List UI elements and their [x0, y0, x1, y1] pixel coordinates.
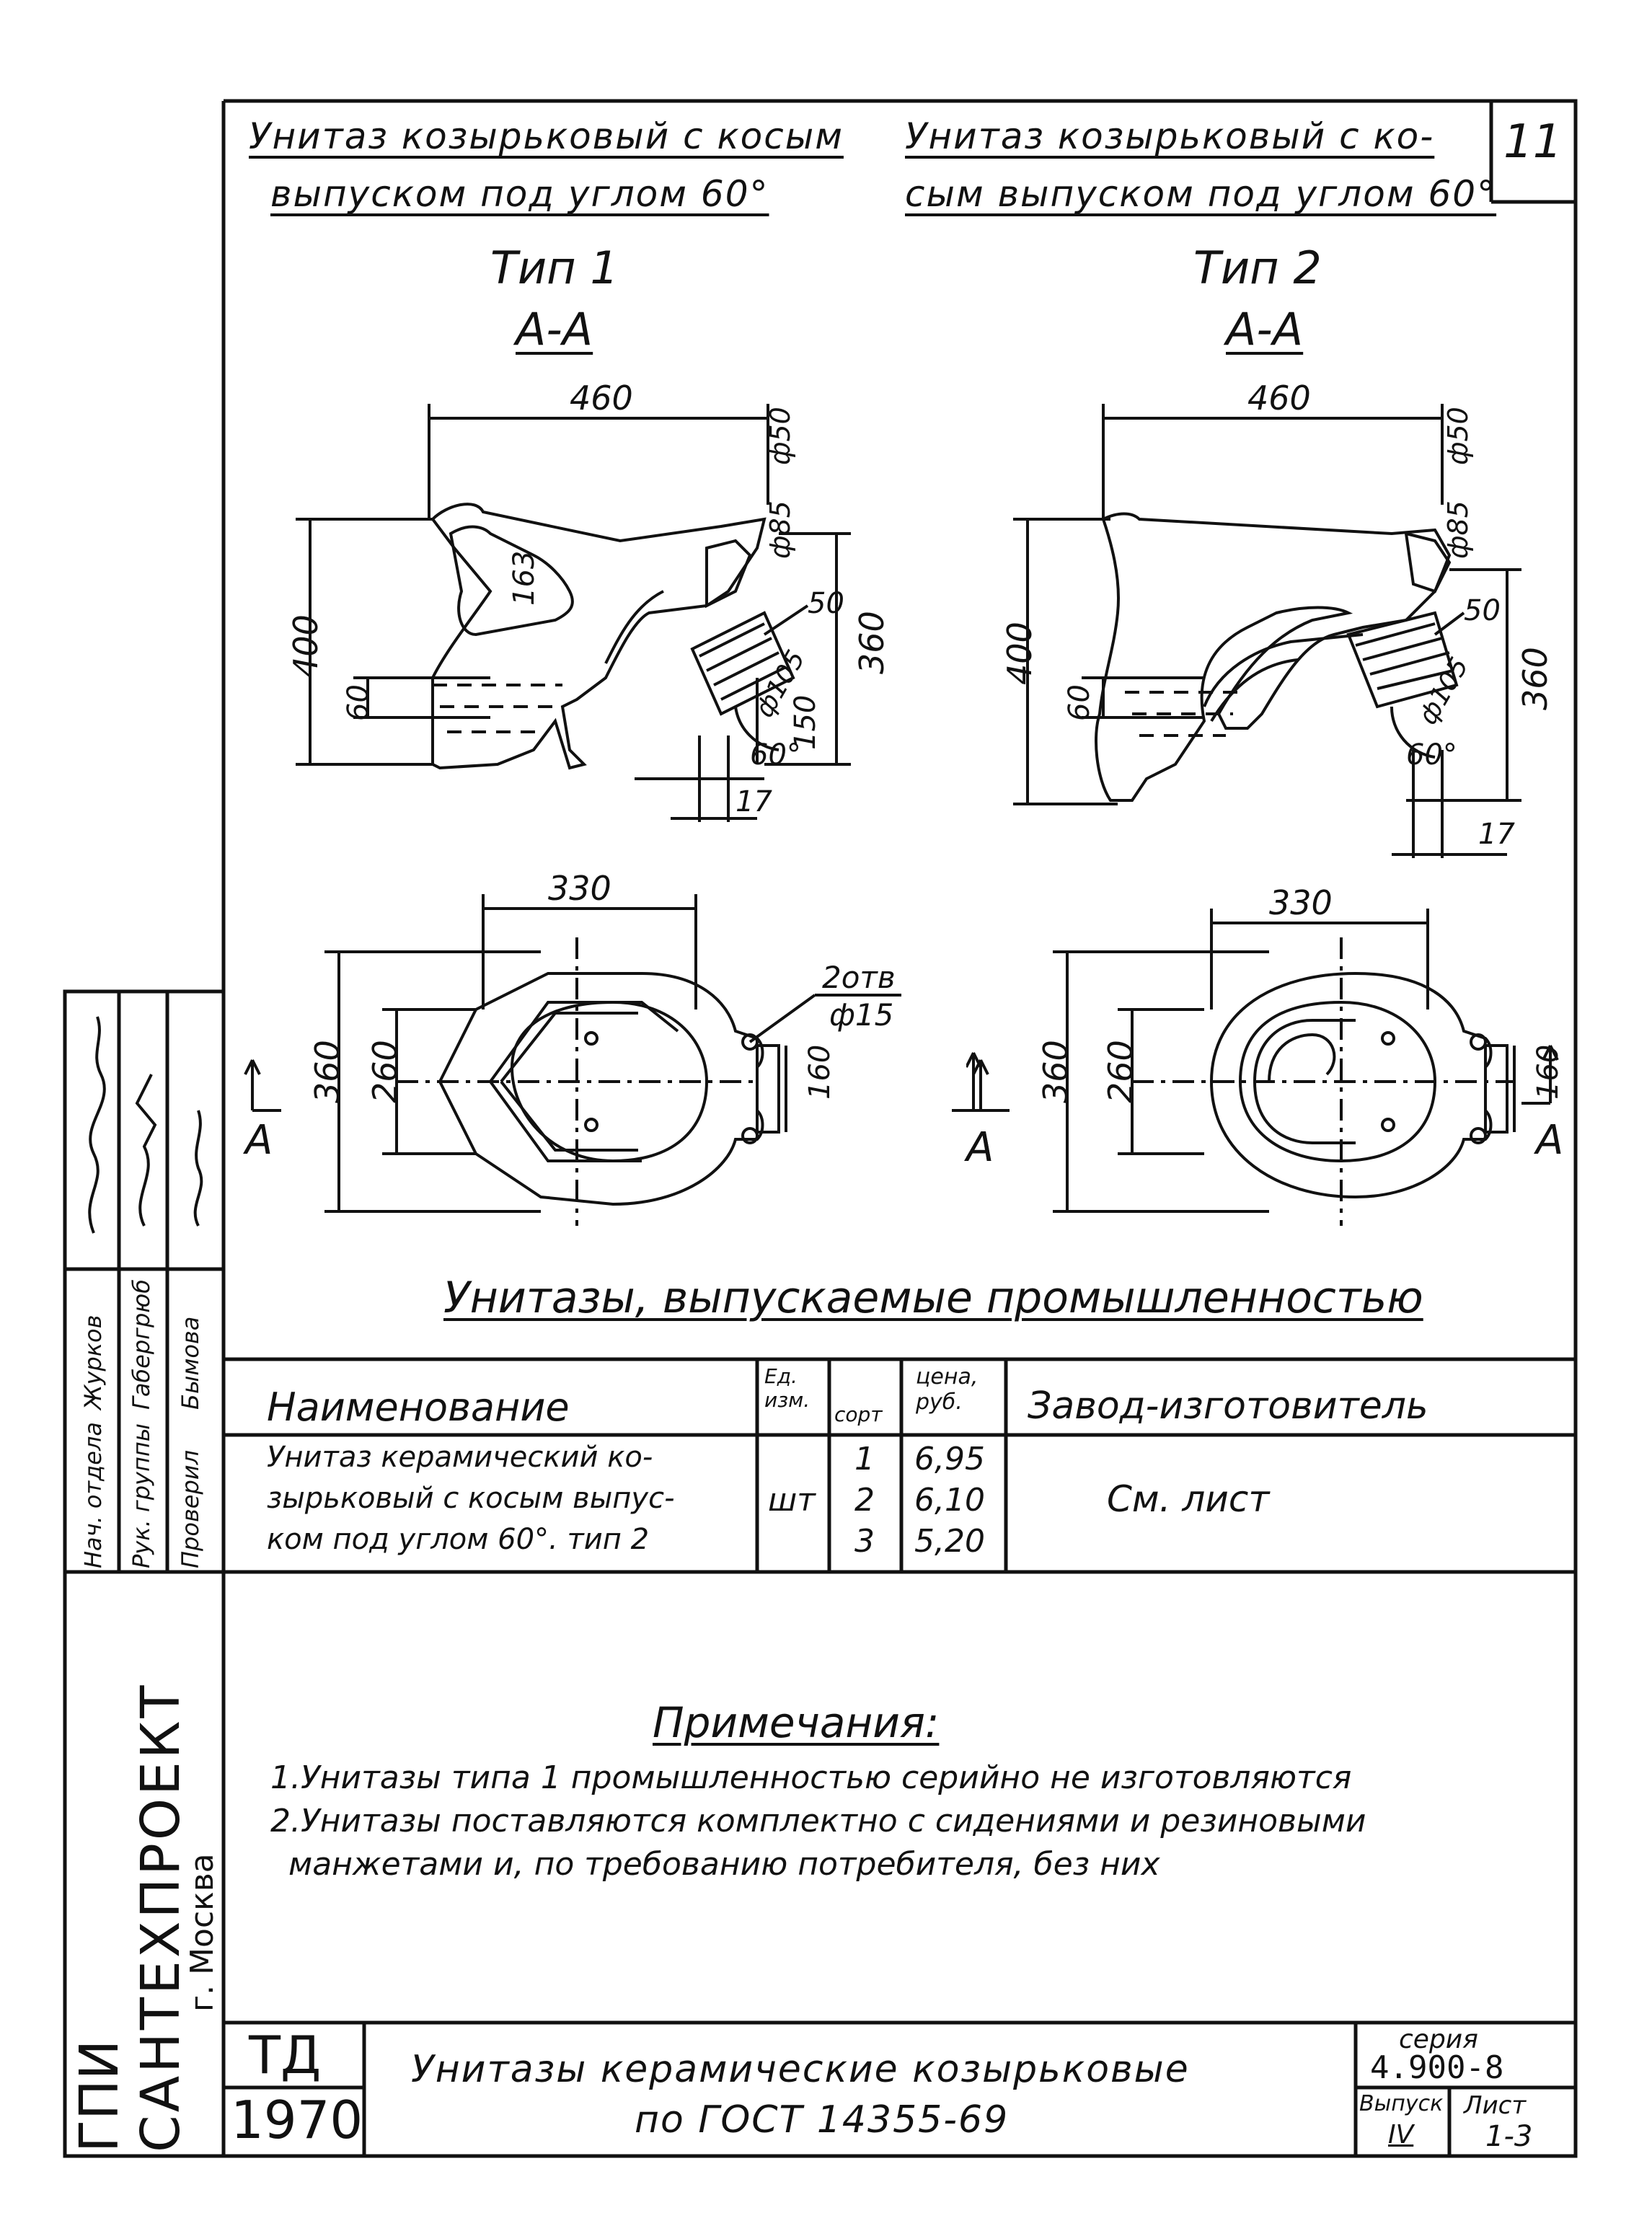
section-mark-left: А [243, 1117, 273, 1164]
sheet-number: 11 [1503, 115, 1563, 169]
dim-360-plan-t2: 360 [1036, 1040, 1075, 1103]
tb-sheet-value: 1-3 [1485, 2120, 1533, 2153]
row-factory: См. лист [1107, 1478, 1270, 1520]
signatures [88, 1016, 203, 1234]
dim-d50-t2: ф50 [1442, 407, 1474, 465]
row-unit: шт [768, 1482, 816, 1519]
dim-50-t2: 50 [1464, 594, 1501, 627]
row-price-2: 6,10 [914, 1482, 985, 1519]
header-left-line2: выпуском под углом 60° [270, 173, 769, 215]
tb-title-line1: Унитазы керамические козырьковые [411, 2048, 1190, 2091]
dim-260-t2: 260 [1101, 1040, 1140, 1103]
stamp-org1: ГПИ [69, 2039, 131, 2152]
note-2: 2.Унитазы поставляются комплектно с сиде… [270, 1803, 1366, 1839]
type2-label: Тип 2 [1193, 242, 1322, 294]
dim-d105-t2: ф105 [1413, 653, 1475, 730]
dim-60deg-t2: 60° [1406, 738, 1457, 772]
row-price-3: 5,20 [914, 1523, 985, 1560]
type1-label: Тип 1 [490, 242, 619, 294]
dim-60-t2: 60 [1063, 684, 1096, 721]
type2-section: А-А [1226, 303, 1304, 355]
row-price-1: 6,95 [914, 1441, 985, 1477]
subtitle: Унитазы, выпускаемые промышленностью [443, 1273, 1423, 1323]
dim-400: 400 [286, 614, 325, 678]
dim-360: 360 [852, 611, 891, 674]
dim-150: 150 [789, 695, 822, 750]
tb-series-label: серия [1399, 2025, 1478, 2054]
row-name-line2: зырьковый с косым выпус- [267, 1482, 675, 1515]
row-grade-1: 1 [854, 1441, 875, 1477]
tb-sheet-label: Лист [1464, 2091, 1527, 2120]
dim-260: 260 [366, 1040, 405, 1103]
notes-title: Примечания: [653, 1698, 940, 1747]
stamp-name-3: Бымова [177, 1316, 204, 1410]
holes-count: 2отв [822, 960, 896, 995]
dim-360-plan: 360 [308, 1040, 347, 1103]
stamp-org3: г. Москва [184, 1853, 221, 2012]
dim-330: 330 [548, 869, 611, 908]
type1-plan: 330 360 260 160 2отв ф15 А А [243, 869, 994, 1226]
tb-year: 1970 [231, 2090, 363, 2150]
stamp-name-1: Журков [79, 1315, 107, 1410]
dim-360-t2: 360 [1516, 647, 1555, 710]
header-right-line1: Унитаз козырьковый с ко- [905, 115, 1435, 157]
row-name-line3: ком под углом 60°. тип 2 [267, 1523, 650, 1556]
dim-163: 163 [508, 551, 541, 606]
type2-plan: 330 360 260 160 А А [966, 883, 1565, 1226]
note-3: манжетами и, по требованию потребителя, … [288, 1846, 1160, 1883]
th-grade: сорт [834, 1402, 883, 1426]
stamp-org2: САНТЕХПРОЕКТ [130, 1682, 192, 2152]
stamp-role-2: Рук. группы [128, 1423, 155, 1568]
dim-160: 160 [803, 1045, 836, 1100]
dim-60: 60 [342, 684, 375, 721]
dim-400-t2: 400 [1000, 622, 1039, 685]
dim-50: 50 [808, 587, 844, 620]
section-mark-left-t2: А [966, 1124, 994, 1171]
section-mark-right: А [964, 1124, 994, 1171]
type1-side-section: 460 400 163 60 ф50 ф85 50 ф105 150 360 6… [286, 379, 891, 822]
dim-d85-t2: ф85 [1442, 500, 1474, 559]
section-mark-right-t2: А [1534, 1117, 1563, 1164]
stamp-role-1: Нач. отдела [79, 1421, 107, 1568]
tb-issue-value: IV [1388, 2120, 1414, 2150]
dim-d50: ф50 [764, 407, 796, 465]
stamp-name-2: Габергрюб [128, 1279, 155, 1410]
stamp-role-3: Проверил [177, 1449, 204, 1568]
row-name-line1: Унитаз керамический ко- [267, 1441, 653, 1474]
th-price: цена, руб. [916, 1364, 979, 1415]
dim-17: 17 [736, 785, 772, 818]
row-grade-3: 3 [854, 1523, 875, 1560]
tb-series-value: 4.900-8 [1370, 2049, 1504, 2086]
th-unit: Ед. изм. [764, 1364, 810, 1412]
dim-460-t2: 460 [1247, 379, 1311, 418]
header-right-line2: сым выпуском под углом 60° [905, 173, 1497, 215]
dim-460: 460 [570, 379, 633, 418]
holes-dia: ф15 [829, 997, 893, 1033]
dim-d85: ф85 [764, 500, 796, 559]
th-factory: Завод-изготовитель [1028, 1384, 1428, 1428]
dim-160-t2: 160 [1532, 1045, 1565, 1100]
type2-side-section: 460 400 60 ф50 ф85 50 ф105 360 60° 17 [1000, 379, 1555, 858]
type1-section: А-А [516, 303, 593, 355]
dim-330-t2: 330 [1269, 883, 1333, 922]
row-grade-2: 2 [854, 1482, 875, 1519]
header-left-line1: Унитаз козырьковый с косым [249, 115, 844, 157]
th-name: Наименование [267, 1384, 570, 1430]
tb-issue-label: Выпуск [1359, 2091, 1444, 2116]
note-1: 1.Унитазы типа 1 промышленностью серийно… [270, 1759, 1352, 1796]
tb-title-line2: по ГОСТ 14355-69 [635, 2098, 1010, 2142]
dim-17-t2: 17 [1478, 818, 1515, 851]
tb-td: ТД [249, 2025, 322, 2085]
dim-60deg: 60° [750, 738, 801, 772]
